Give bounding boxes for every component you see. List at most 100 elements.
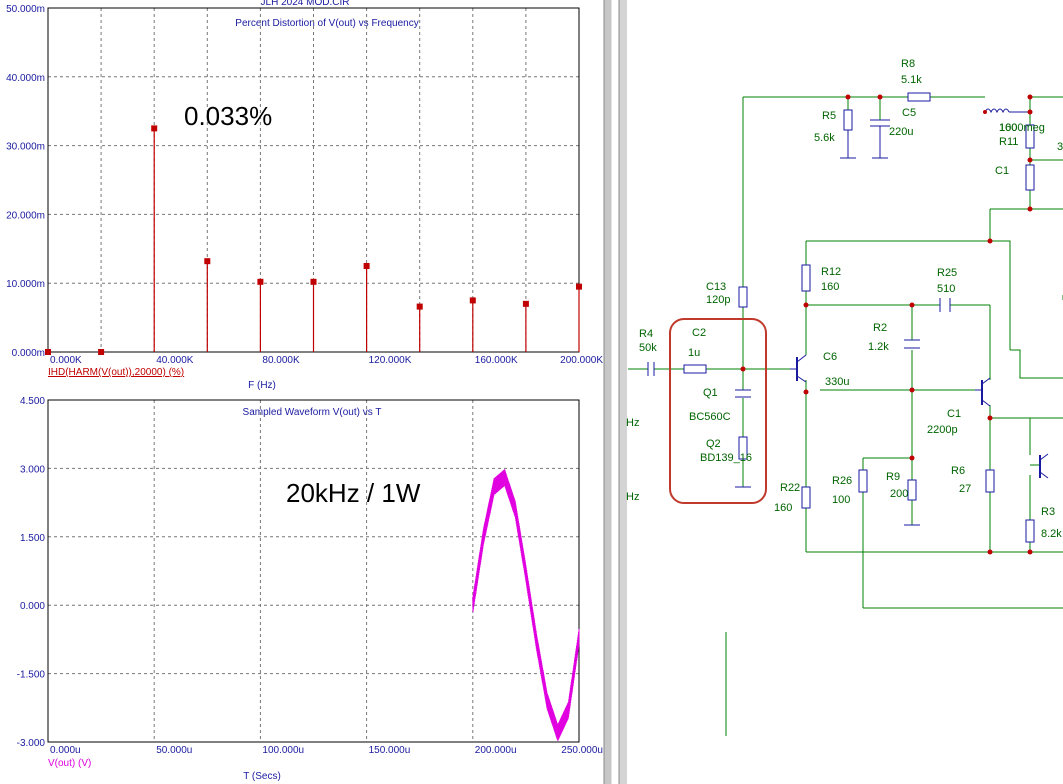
capacitor-c1[interactable] [735,389,751,398]
waveform-plot-legend[interactable]: V(out) (V) [48,758,91,769]
schematic-junctions [740,94,1033,555]
component-value-label: 5 [0,0,6,3]
component-ref-label: R25 [937,267,957,279]
resistor-r26[interactable] [738,436,748,460]
component-ref-label: C5 [902,107,916,119]
y-tick-label: 1.500 [20,533,45,544]
y-tick-label: 4.500 [20,396,45,407]
capacitor-c13[interactable] [939,298,951,312]
distortion-plot-legend[interactable]: IHD(HARM(V(out)),20000) (%) [48,367,184,378]
component-ref-label: R9 [886,471,900,483]
x-tick-label: 160.000K [475,355,518,366]
inductor-1000meg[interactable] [984,108,1010,114]
thd-annotation: 0.033% [184,101,272,131]
component-value-label: 100 [832,494,850,506]
x-tick-label: 100.000u [262,745,304,756]
distortion-plot-xlabel: F (Hz) [248,380,276,391]
harmonic-marker [522,300,529,307]
resistor-r9[interactable] [858,469,868,493]
component-ref-label: C6 [823,351,837,363]
edge-label: 3 [1057,141,1063,153]
y-tick-label: 0.000m [12,348,45,359]
component-ref-label: C13 [706,281,726,293]
y-tick-label: 0.000 [20,601,45,612]
component-value-label: 160 [774,502,792,514]
harmonic-marker [204,258,211,265]
x-tick-label: 50.000u [156,745,192,756]
x-tick-label: 0.000u [50,745,81,756]
component-value-label: 1.2k [868,341,889,353]
harmonic-marker [469,297,476,304]
component-value-label: 510 [937,283,955,295]
resistor-r4[interactable] [738,286,748,308]
waveform-plot-title: Sampled Waveform V(out) vs T [243,407,382,418]
harmonic-marker [576,283,582,290]
transistor-q1[interactable] [790,354,807,383]
component-value-label: 2200p [927,424,958,436]
resistor-r11[interactable] [1025,124,1035,149]
y-tick-label: 30.000m [6,142,45,153]
distortion-plot-y-ticks: 0.000m10.000m20.000m30.000m40.000m50.000… [6,4,45,359]
component-ref-label: R2 [873,322,887,334]
harmonic-marker [45,349,51,355]
component-ref-label: R12 [821,266,841,278]
component-ref-label: C1 [995,165,1009,177]
edge-label: Hz [626,491,639,503]
component-ref-label: R22 [780,482,800,494]
x-tick-label: 40.000K [156,355,194,366]
resistor-r6[interactable] [907,479,917,501]
resistor-r1[interactable] [1025,519,1035,543]
y-tick-label: -3.000 [17,738,46,749]
waveform-plot-grid [48,400,579,742]
test-condition-annotation: 20kHz / 1W [286,478,421,508]
component-value-label: 220u [889,126,913,138]
y-tick-label: 20.000m [6,210,45,221]
resistor-r25[interactable] [801,264,811,292]
waveform-plot-xlabel: T (Secs) [243,771,281,782]
component-value-label: 1u [688,347,700,359]
transistor-q2[interactable] [975,377,991,407]
component-ref-label: R6 [951,465,965,477]
capacitor-c2[interactable] [647,362,655,376]
resistor-r2[interactable] [683,364,707,374]
resistor-r12[interactable] [1025,164,1035,191]
edge-label: Hz [626,417,639,429]
distortion-plot-title: Percent Distortion of V(out) vs Frequenc… [235,18,418,29]
vout-waveform-trace [472,469,580,741]
component-value-label: 160 [821,281,839,293]
component-value-label: BC560C [689,411,731,423]
harmonic-marker [416,303,423,310]
waveform-plot-frame[interactable] [47,399,580,743]
component-value-label: 27 [959,483,971,495]
component-ref-label: C2 [692,327,706,339]
capacitor-c6[interactable] [904,339,920,349]
x-tick-label: 0.000K [50,355,82,366]
y-tick-label: 3.000 [20,464,45,475]
component-value-label: 330u [825,376,849,388]
component-ref-label: R11 [999,136,1018,148]
component-ref-label: R4 [639,328,653,340]
harmonic-marker [363,263,370,269]
schematic-components [647,92,1049,543]
resistor-r3[interactable] [801,486,811,509]
waveform-plot: Sampled Waveform V(out) vs T -3.000 -1.50… [17,396,603,782]
window-title: JLH 2024 MOD.CIR [261,0,350,8]
waveform-plot-y-ticks: -3.000 -1.500 0.000 1.500 3.000 4.500 [17,396,46,749]
component-value-label: 5.1k [901,74,922,86]
capacitor-c5[interactable] [870,119,890,159]
resistor-r5[interactable] [843,109,853,131]
distortion-plot: JLH 2024 MOD.CIR Percent Distortion of V… [6,0,603,391]
y-tick-label: -1.500 [17,670,46,681]
transistor-q3[interactable] [1039,453,1049,479]
window-splitter[interactable] [603,0,627,784]
component-ref-label: C1 [947,408,961,420]
resistor-r8[interactable] [907,92,931,102]
component-value-label: BD139_16 [700,452,752,464]
schematic-canvas[interactable]: R85.1kR55.6kC5220u1000megR11160C1R12160R… [0,0,1063,736]
y-tick-label: 10.000m [6,279,45,290]
resistor-r22[interactable] [985,469,995,493]
harmonic-marker [310,278,317,285]
